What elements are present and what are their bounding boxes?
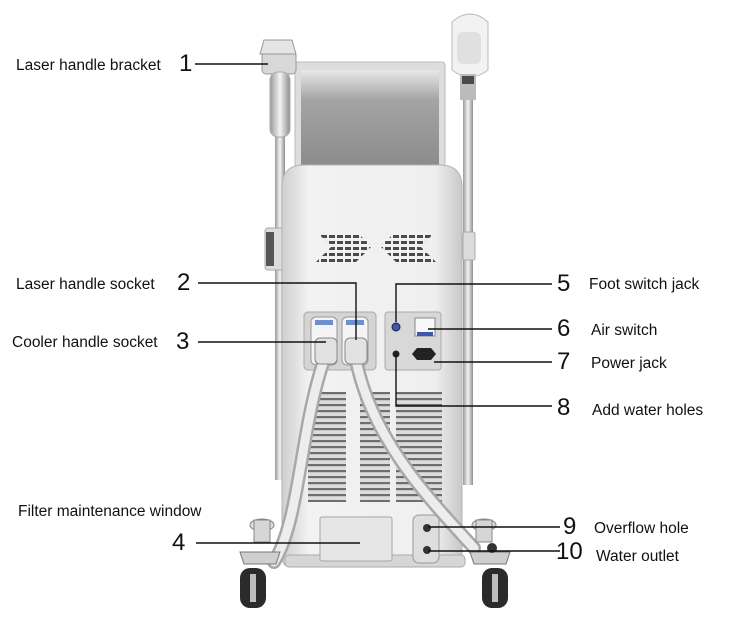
- label-foot-switch-jack: Foot switch jack: [589, 276, 700, 293]
- label-laser-handle-bracket: Laser handle bracket: [16, 57, 161, 74]
- label-add-water-holes: Add water holes: [592, 402, 704, 419]
- label-laser-handle-socket: Laser handle socket: [16, 276, 155, 293]
- leader-5: [395, 283, 552, 322]
- number-1: 1: [179, 50, 193, 77]
- casters: [239, 518, 511, 608]
- handle-cables: [267, 337, 481, 569]
- number-4: 4: [172, 529, 186, 556]
- filter-window: [319, 516, 393, 562]
- water-holes-panel: [412, 514, 440, 564]
- control-panel: [384, 311, 442, 371]
- number-9: 9: [563, 513, 577, 540]
- leader-2: [198, 282, 357, 340]
- label-air-switch: Air switch: [591, 322, 658, 339]
- number-7: 7: [557, 348, 571, 375]
- label-cooler-handle-socket: Cooler handle socket: [12, 334, 158, 351]
- number-8: 8: [557, 394, 571, 421]
- label-water-outlet: Water outlet: [596, 548, 679, 565]
- leader-lines: [195, 63, 560, 552]
- label-power-jack: Power jack: [591, 355, 667, 372]
- leader-8: [395, 354, 552, 407]
- number-6: 6: [557, 315, 571, 342]
- right-handle-pole: [451, 13, 489, 485]
- left-handle-pole: [259, 39, 297, 480]
- label-overflow-hole: Overflow hole: [594, 520, 689, 537]
- label-filter-maintenance-window: Filter maintenance window: [18, 503, 202, 520]
- number-10: 10: [556, 538, 583, 565]
- number-5: 5: [557, 270, 571, 297]
- number-3: 3: [176, 328, 190, 355]
- display-screen: [294, 61, 446, 173]
- top-vent: [316, 232, 436, 262]
- number-2: 2: [177, 269, 191, 296]
